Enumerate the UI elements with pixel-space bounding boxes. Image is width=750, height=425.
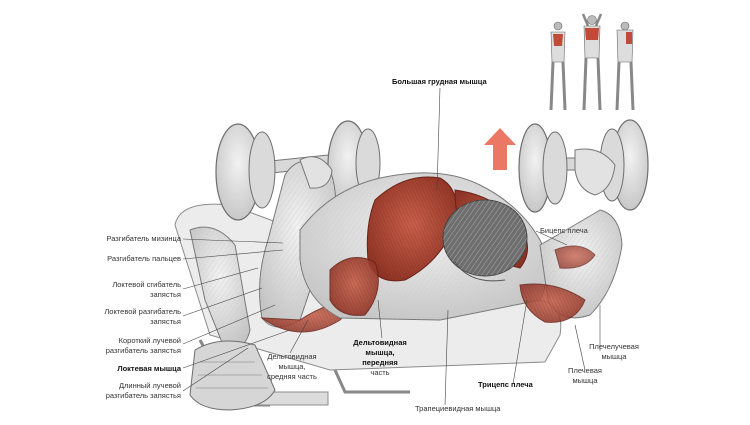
label-deltoid-middle-3: средняя часть [267,372,317,381]
label-flexor-carpi-ulnaris-2: запястья [150,290,181,299]
label-brachioradialis-2: мышца [601,352,627,361]
label-brachioradialis-1: Плечелучевая [589,342,639,351]
label-extensor-carpi-radialis-longus-1: Длинный лучевой [118,381,181,390]
label-extensor-carpi-radialis-brevis-1: Короткий лучевой [118,336,181,345]
label-trapezius: Трапециевидная мышца [415,404,501,413]
label-extensor-digitorum: Разгибатель пальцев [107,254,181,263]
label-brachialis-2: мышца [572,376,598,385]
label-deltoid-middle-2: мышца, [278,362,306,371]
label-extensor-digiti-minimi: Разгибатель мизинца [106,234,181,243]
left-arm [259,156,362,333]
label-extensor-carpi-radialis-longus-2: разгибатель запястья [105,391,181,400]
label-biceps: Бицепс плеча [540,226,588,235]
label-deltoid-front-3: передняя [362,358,398,367]
label-triceps: Трицепс плеча [478,380,533,389]
mini-figures-icon [549,13,635,111]
head [442,199,528,282]
label-extensor-carpi-radialis-brevis-2: разгибатель запястья [105,346,181,355]
label-flexor-carpi-ulnaris-1: Локтевой сгибатель [112,280,181,289]
label-extensor-carpi-ulnaris-1: Локтевой разгибатель [104,307,181,316]
label-deltoid-front-1: Дельтовидная [353,338,407,347]
right-arm [519,148,623,323]
label-deltoid-middle-1: Дельтовидная [267,352,317,361]
label-deltoid-front-4: часть [370,368,390,377]
label-brachialis-1: Плечевая [568,366,602,375]
label-pectoralis-major: Большая грудная мышца [392,77,487,86]
label-anconeus: Локтевая мышца [117,364,181,373]
label-extensor-carpi-ulnaris-2: запястья [150,317,181,326]
anterior-deltoid [329,257,379,316]
up-arrow-icon [484,128,516,170]
leg-and-shoe [189,226,276,411]
label-deltoid-front-2: мышца, [365,348,395,357]
leader-lines [182,87,601,406]
